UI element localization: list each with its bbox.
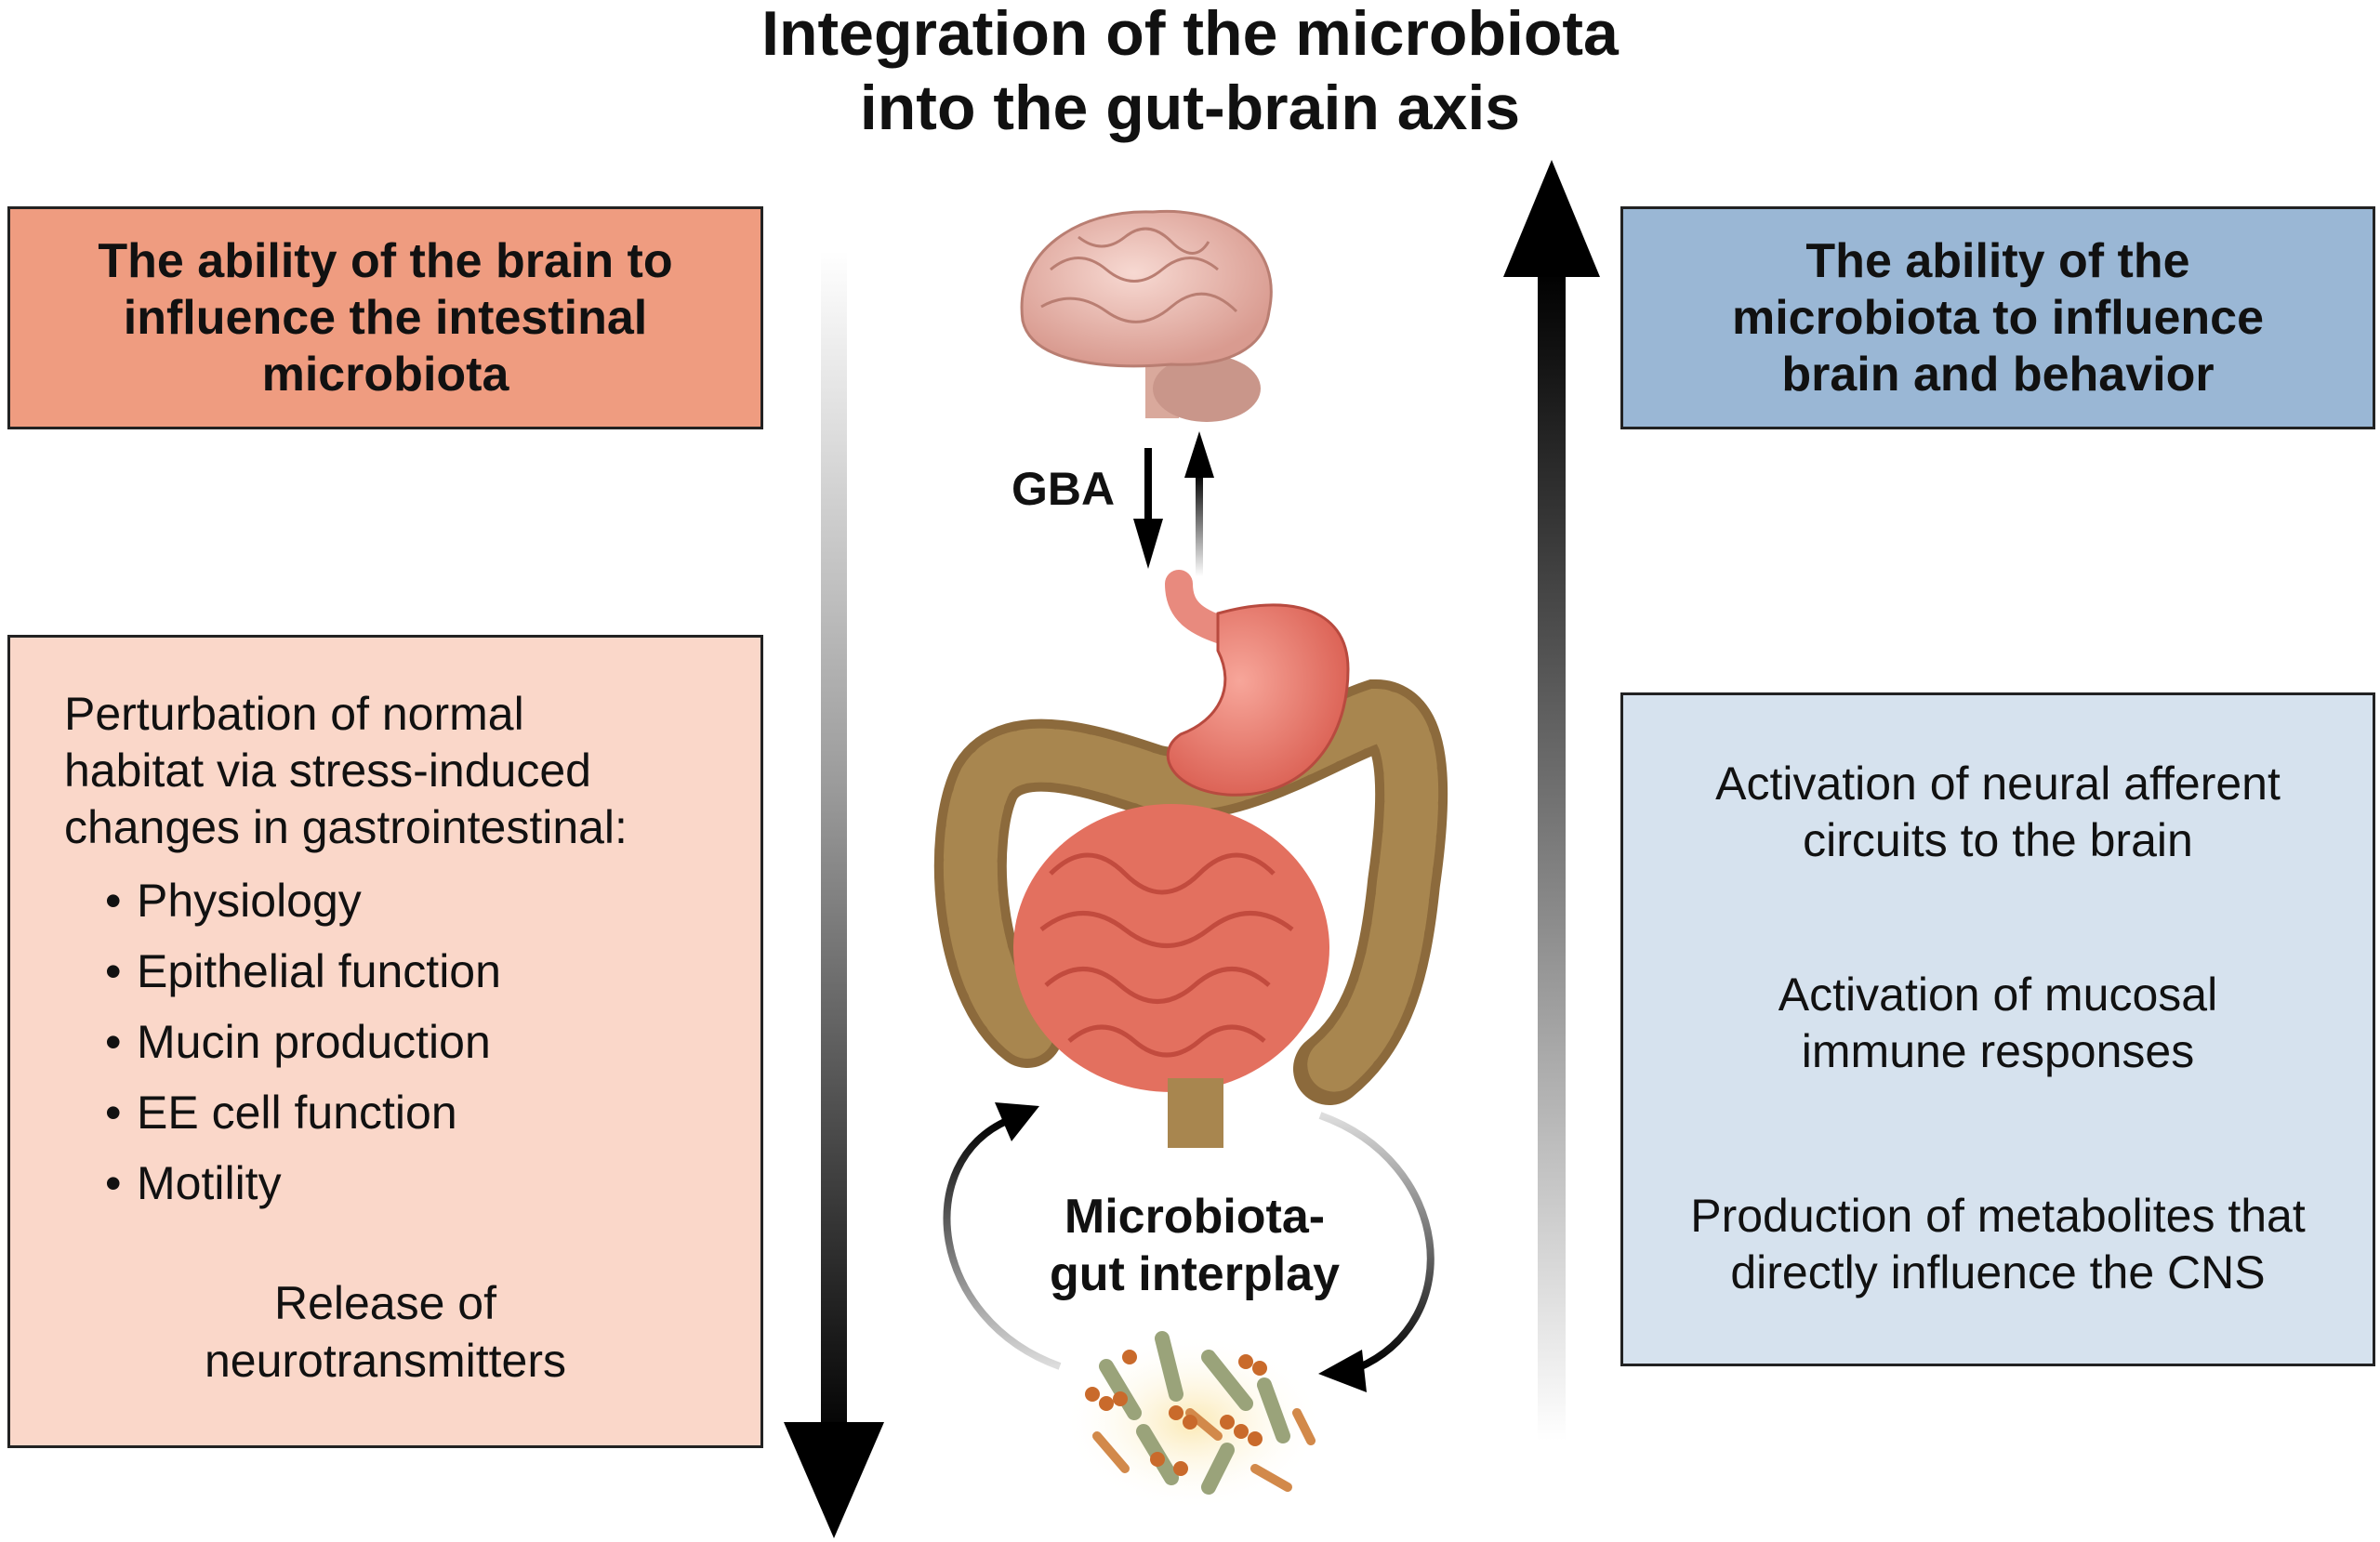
effect-line-1: Activation of neural afferent	[1715, 758, 2281, 810]
title-line-2: into the gut-brain axis	[859, 72, 1521, 143]
release-line-2: neurotransmitters	[204, 1335, 567, 1387]
perturbation-intro: Perturbation of normal habitat via stres…	[64, 686, 752, 856]
effect-line-1: Activation of mucosal	[1778, 969, 2218, 1021]
effect-line-2: immune responses	[1801, 1025, 2195, 1077]
microbiota-gut-interplay-label: Microbiota- gut interplay	[1009, 1188, 1381, 1303]
right-header-line-1: The ability of the	[1805, 233, 2190, 288]
effect-metabolites: Production of metabolites that directly …	[1623, 1188, 2373, 1301]
list-item: •EE cell function	[105, 1087, 457, 1139]
left-header-line-3: microbiota	[261, 347, 509, 402]
intro-line-1: Perturbation of normal	[64, 688, 524, 740]
gba-down-arrow	[1133, 448, 1163, 569]
list-item: •Epithelial function	[105, 945, 501, 997]
effect-immune-responses: Activation of mucosal immune responses	[1623, 967, 2373, 1080]
release-line-1: Release of	[273, 1277, 497, 1329]
effect-line-1: Production of metabolites that	[1690, 1190, 2306, 1242]
brain-effects-panel: Perturbation of normal habitat via stres…	[7, 635, 763, 1448]
list-item: •Motility	[105, 1157, 282, 1209]
interplay-line-2: gut interplay	[1049, 1247, 1341, 1301]
list-item-label: Mucin production	[137, 1016, 491, 1068]
title-line-1: Integration of the microbiota	[761, 0, 1619, 69]
neurotransmitter-release: Release of neurotransmitters	[10, 1274, 760, 1390]
intro-line-3: changes in gastrointestinal:	[64, 801, 628, 853]
effect-line-2: directly influence the CNS	[1730, 1246, 2266, 1298]
interplay-left-arrow	[943, 1102, 1062, 1370]
interplay-right-arrow	[1318, 1112, 1435, 1392]
brain-to-gut-arrow	[784, 251, 884, 1538]
gba-label: GBA	[1012, 463, 1116, 515]
left-header-line-1: The ability of the brain to	[98, 233, 673, 288]
effect-line-2: circuits to the brain	[1803, 814, 2193, 866]
diagram-title: Integration of the microbiota into the g…	[0, 0, 2380, 145]
list-item: •Mucin production	[105, 1016, 491, 1068]
brain-influence-header-box: The ability of the brain to influence th…	[7, 206, 763, 429]
brain-icon	[1020, 209, 1273, 422]
right-header-line-2: microbiota to influence	[1731, 290, 2265, 345]
digestive-tract-icon	[933, 570, 1448, 1148]
microbiota-influence-header-box: The ability of the microbiota to influen…	[1620, 206, 2375, 429]
list-item-label: Physiology	[137, 875, 362, 927]
bacteria-cluster-icon	[1063, 1331, 1323, 1510]
left-header-line-2: influence the intestinal	[123, 290, 648, 345]
list-item-label: Epithelial function	[137, 945, 501, 997]
intro-line-2: habitat via stress-induced	[64, 745, 591, 797]
microbiota-effects-panel: Activation of neural afferent circuits t…	[1620, 692, 2375, 1366]
gba-up-arrow	[1184, 431, 1214, 576]
list-item-label: EE cell function	[137, 1087, 457, 1139]
effect-neural-afferent: Activation of neural afferent circuits t…	[1623, 756, 2373, 869]
list-item: •Physiology	[105, 875, 362, 927]
right-header-line-3: brain and behavior	[1781, 347, 2215, 402]
gut-to-brain-arrow	[1503, 160, 1600, 1441]
list-item-label: Motility	[137, 1157, 282, 1209]
interplay-line-1: Microbiota-	[1064, 1190, 1326, 1244]
gi-changes-list: •Physiology •Epithelial function •Mucin …	[105, 865, 501, 1219]
